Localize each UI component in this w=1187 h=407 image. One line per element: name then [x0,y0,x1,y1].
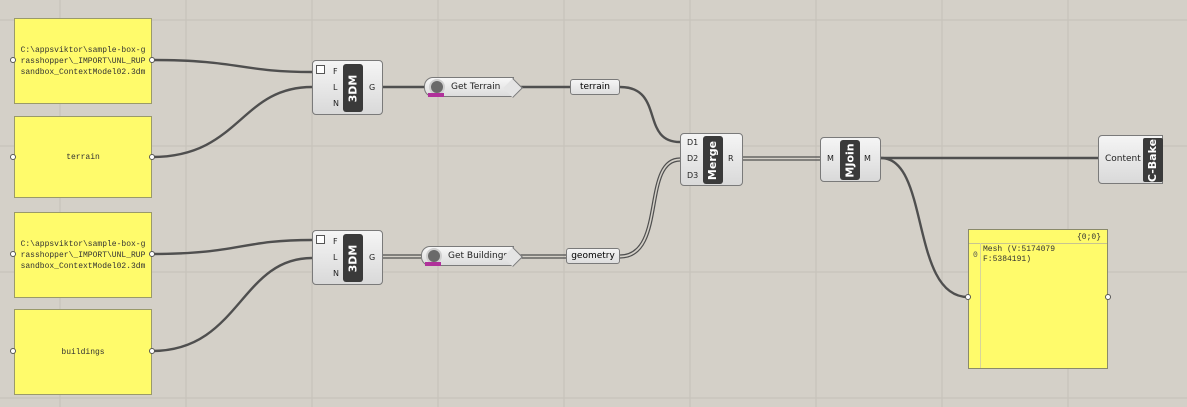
output-m-label: M [864,154,871,163]
branch-path-label: {0;0} [1076,233,1101,242]
header-divider [969,243,1107,244]
panel-output-grip[interactable] [149,348,155,354]
cluster-get-terrain[interactable]: Get Terrain [424,77,523,98]
input-d3-label: D3 [687,171,699,180]
file-path-panel-terrain[interactable]: C:\appsviktor\sample-box-grasshopper\_IM… [14,18,152,104]
file-path-text: C:\appsviktor\sample-box-grasshopper\_IM… [20,45,146,77]
output-r-label: R [728,154,734,163]
component-name: 3DM [346,74,360,102]
input-l-label: L [333,83,338,92]
cluster-label: Get Buildings [448,251,509,261]
input-n-label: N [333,99,339,108]
file-path-text: C:\appsviktor\sample-box-grasshopper\_IM… [20,239,146,271]
data-viewer-panel[interactable]: {0;0} 0 Mesh (V:5174079 F:5384191) [968,229,1108,369]
panel-input-grip[interactable] [10,57,16,63]
panel-input-grip[interactable] [10,251,16,257]
output-g-label: G [369,83,376,92]
panel-input-grip[interactable] [10,348,16,354]
item-index: 0 [973,251,978,260]
relay-terrain[interactable]: terrain [570,79,620,95]
mjoin-component[interactable]: M MJoin M [820,137,881,182]
input-d2-label: D2 [687,154,699,163]
panel-output-grip[interactable] [149,251,155,257]
layer-text: buildings [61,347,105,357]
layer-panel-buildings[interactable]: buildings [14,309,152,395]
import-3dm-component-buildings[interactable]: F L N 3DM G [312,230,383,285]
panel-output-grip[interactable] [149,154,155,160]
cluster-label: Get Terrain [451,82,501,92]
input-l-label: L [333,253,338,262]
layer-panel-terrain[interactable]: terrain [14,116,152,198]
cluster-tag [425,262,441,266]
relay-label: geometry [571,251,615,261]
file-path-panel-buildings[interactable]: C:\appsviktor\sample-box-grasshopper\_IM… [14,212,152,298]
output-g-label: G [369,253,376,262]
input-n-label: N [333,269,339,278]
merge-component[interactable]: D1 D2 D3 Merge R [680,133,743,186]
layer-text: terrain [66,152,100,162]
item-value: Mesh (V:5174079 F:5384191) [983,245,1056,264]
import-3dm-component-terrain[interactable]: F L N 3DM G [312,60,383,115]
c-bake-component[interactable]: Content C-Bake [1098,135,1163,184]
component-name: Merge [706,140,720,180]
component-name: C-Bake [1146,138,1160,182]
file-icon [316,65,325,74]
input-d1-label: D1 [687,138,699,147]
component-name: 3DM [346,244,360,272]
panel-output-grip[interactable] [149,57,155,63]
cluster-get-buildings[interactable]: Get Buildings [421,246,523,267]
file-icon [316,235,325,244]
panel-input-grip[interactable] [10,154,16,160]
input-f-label: F [333,67,338,76]
cluster-tag [428,93,444,97]
input-f-label: F [333,237,338,246]
viewer-input-grip[interactable] [965,294,971,300]
relay-label: terrain [579,82,611,92]
index-divider [980,243,981,368]
viewer-output-grip[interactable] [1105,294,1111,300]
relay-geometry[interactable]: geometry [566,248,620,264]
input-m-label: M [827,154,834,163]
input-content-label: Content [1105,154,1141,164]
component-name: MJoin [843,142,857,178]
